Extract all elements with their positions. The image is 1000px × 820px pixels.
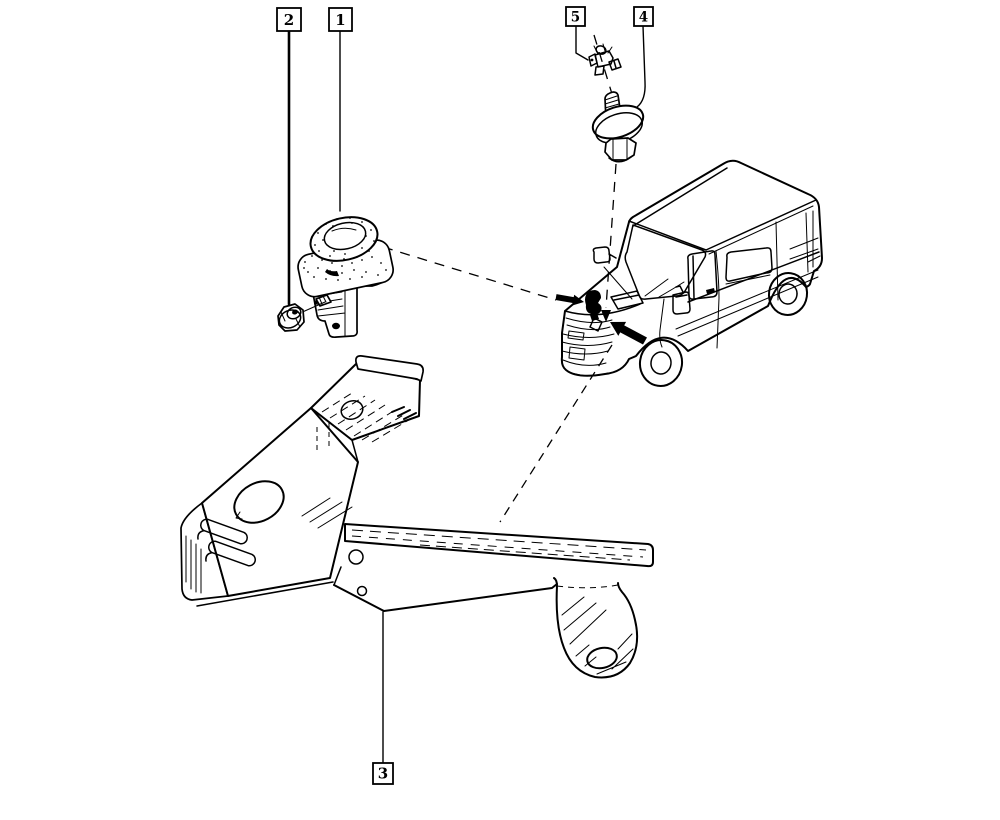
roof-gutter-line bbox=[632, 167, 728, 227]
front-wheel bbox=[638, 339, 684, 387]
dashed-line-van-to-bracket bbox=[499, 344, 613, 523]
location-arrow-down-icon bbox=[601, 310, 611, 322]
callout-label-5: 5 bbox=[571, 10, 580, 26]
location-arrow-right-icon bbox=[555, 294, 584, 306]
lower-plate-hole-1 bbox=[348, 549, 364, 565]
callout-label-4: 4 bbox=[639, 10, 648, 26]
door-handle bbox=[706, 288, 715, 294]
side-window bbox=[725, 247, 773, 282]
callout-label-3: 3 bbox=[378, 765, 388, 783]
hook-slot-lower bbox=[205, 540, 256, 567]
dashed-line-part1-to-van bbox=[382, 246, 557, 301]
part-1-cylindrical-unit bbox=[297, 216, 394, 339]
leader-line-5 bbox=[575, 25, 589, 61]
bracket-top-hole bbox=[340, 399, 364, 421]
hood-front-edge bbox=[564, 303, 641, 316]
bracket-oval-hole bbox=[233, 480, 285, 524]
right-mirror bbox=[672, 285, 691, 315]
location-arrow-upleft-icon bbox=[610, 321, 647, 345]
callout-box-3[interactable] bbox=[372, 762, 394, 785]
van-illustration bbox=[560, 159, 823, 387]
dashed-line-sensor-to-van bbox=[605, 163, 617, 309]
stipple-texture bbox=[303, 217, 387, 281]
callout-label-2: 2 bbox=[284, 11, 294, 29]
location-markers bbox=[555, 290, 647, 345]
rear-wheel bbox=[767, 272, 809, 316]
diamond-badge bbox=[589, 317, 603, 332]
hood-location-marker bbox=[585, 290, 602, 315]
windshield bbox=[624, 224, 707, 300]
hanging-tab bbox=[553, 577, 639, 679]
door-window bbox=[687, 250, 718, 300]
hook-slot-upper bbox=[197, 518, 248, 545]
callout-label-1: 1 bbox=[335, 11, 345, 29]
lower-plate-hole-2 bbox=[356, 585, 368, 597]
part-4-pressure-switch bbox=[591, 91, 645, 163]
bumper bbox=[561, 330, 615, 377]
leader-line-4 bbox=[636, 25, 646, 108]
left-mirror bbox=[592, 246, 617, 264]
roof-right-edge bbox=[705, 199, 817, 251]
callouts: 1 2 3 4 5 bbox=[276, 6, 654, 785]
callout-box-2[interactable] bbox=[276, 7, 302, 32]
door-seams bbox=[659, 212, 809, 349]
part-2-flange-nut bbox=[277, 303, 305, 332]
callout-box-5[interactable] bbox=[565, 6, 586, 27]
grille-slats bbox=[565, 317, 613, 331]
headlight bbox=[610, 290, 644, 310]
dashed-leader-lines bbox=[382, 34, 617, 523]
tab-oval-hole bbox=[586, 646, 618, 670]
wiper-lines bbox=[644, 278, 685, 298]
part-5-retaining-clip bbox=[588, 43, 622, 76]
beltline bbox=[687, 251, 820, 303]
callout-box-4[interactable] bbox=[633, 6, 654, 27]
callout-box-1[interactable] bbox=[328, 7, 353, 32]
foot-hole bbox=[332, 322, 340, 330]
part-3-mounting-bracket bbox=[180, 355, 654, 679]
